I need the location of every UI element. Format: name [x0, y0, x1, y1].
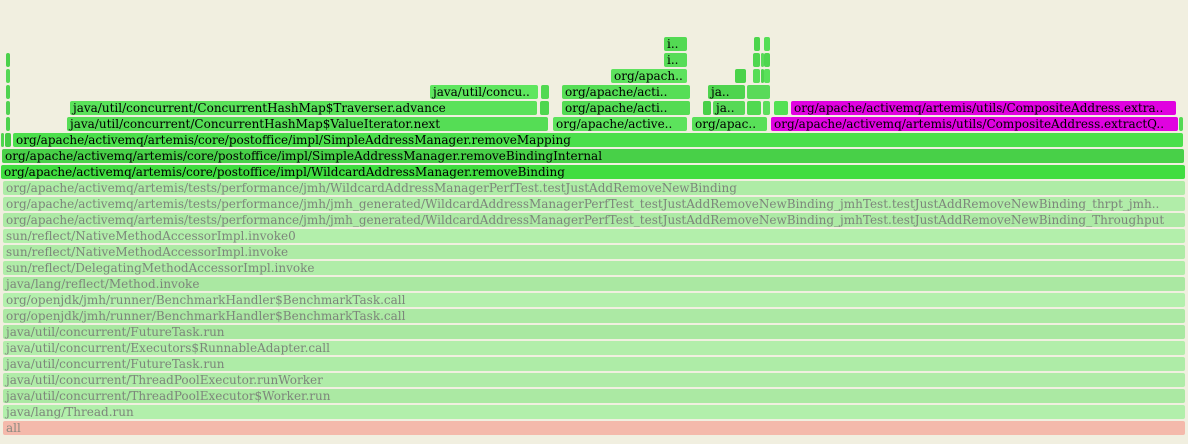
- flame-frame[interactable]: ja..: [708, 85, 745, 99]
- flame-frame[interactable]: [541, 85, 549, 99]
- flame-frame[interactable]: org/apac..: [692, 117, 767, 131]
- flame-frame[interactable]: org/openjdk/jmh/runner/BenchmarkHandler$…: [3, 293, 1185, 307]
- flame-frame[interactable]: [764, 69, 770, 83]
- flame-frame[interactable]: org/apache/activemq/artemis/core/postoff…: [2, 149, 1184, 163]
- flame-frame[interactable]: sun/reflect/DelegatingMethodAccessorImpl…: [3, 261, 1185, 275]
- flame-frame[interactable]: org/apache/active..: [553, 117, 687, 131]
- flame-frame[interactable]: i..: [664, 37, 687, 51]
- flame-frame[interactable]: [5, 133, 11, 147]
- flame-frame[interactable]: org/apache/activemq/artemis/utils/Compos…: [791, 101, 1176, 115]
- flame-frame[interactable]: [763, 101, 770, 115]
- flame-frame[interactable]: ja..: [713, 101, 745, 115]
- flame-frame[interactable]: [735, 69, 746, 83]
- flame-frame[interactable]: [6, 69, 10, 83]
- flame-frame[interactable]: java/lang/Thread.run: [3, 405, 1185, 419]
- flame-frame[interactable]: [703, 101, 711, 115]
- flame-frame[interactable]: java/util/concurrent/ThreadPoolExecutor.…: [3, 373, 1185, 387]
- flame-frame[interactable]: [754, 37, 760, 51]
- flame-frame[interactable]: org/apach..: [611, 69, 687, 83]
- flame-frame[interactable]: [753, 69, 760, 83]
- flame-frame[interactable]: java/util/concurrent/ConcurrentHashMap$V…: [67, 117, 548, 131]
- flame-frame[interactable]: org/openjdk/jmh/runner/BenchmarkHandler$…: [3, 309, 1185, 323]
- flame-frame[interactable]: org/apache/activemq/artemis/tests/perfor…: [3, 181, 1185, 195]
- flame-frame[interactable]: [1, 133, 4, 147]
- flame-frame[interactable]: org/apache/acti..: [562, 85, 690, 99]
- flame-frame[interactable]: [761, 53, 764, 67]
- flame-frame[interactable]: [761, 69, 764, 83]
- flame-frame[interactable]: [764, 37, 770, 51]
- flame-frame[interactable]: [1179, 117, 1183, 131]
- flame-frame[interactable]: [540, 101, 549, 115]
- flame-frame[interactable]: sun/reflect/NativeMethodAccessorImpl.inv…: [3, 245, 1185, 259]
- flame-frame[interactable]: [6, 117, 10, 131]
- flame-frame[interactable]: [6, 53, 10, 67]
- flame-frame[interactable]: org/apache/activemq/artemis/tests/perfor…: [3, 197, 1185, 211]
- flame-frame[interactable]: java/util/concurrent/FutureTask.run: [3, 325, 1185, 339]
- flame-frame[interactable]: all: [3, 421, 1185, 435]
- flame-frame[interactable]: [753, 53, 760, 67]
- flame-frame[interactable]: java/util/concu..: [430, 85, 538, 99]
- flame-frame[interactable]: i..: [664, 53, 687, 67]
- flame-frame[interactable]: [774, 101, 788, 115]
- flame-frame[interactable]: org/apache/activemq/artemis/core/postoff…: [1, 165, 1185, 179]
- flame-frame[interactable]: org/apache/activemq/artemis/utils/Compos…: [771, 117, 1178, 131]
- flame-frame[interactable]: java/util/concurrent/FutureTask.run: [3, 357, 1185, 371]
- flame-frame[interactable]: java/util/concurrent/ThreadPoolExecutor$…: [3, 389, 1185, 403]
- flame-frame[interactable]: org/apache/acti..: [562, 101, 690, 115]
- flame-frame[interactable]: [747, 85, 770, 99]
- flame-frame[interactable]: java/lang/reflect/Method.invoke: [3, 277, 1185, 291]
- flame-frame[interactable]: sun/reflect/NativeMethodAccessorImpl.inv…: [3, 229, 1185, 243]
- flame-frame[interactable]: [6, 85, 10, 99]
- flame-frame[interactable]: org/apache/activemq/artemis/tests/perfor…: [3, 213, 1185, 227]
- flame-frame[interactable]: java/util/concurrent/Executors$RunnableA…: [3, 341, 1185, 355]
- flame-frame[interactable]: java/util/concurrent/ConcurrentHashMap$T…: [70, 101, 537, 115]
- flame-frame[interactable]: org/apache/activemq/artemis/core/postoff…: [13, 133, 1183, 147]
- flame-frame[interactable]: [6, 101, 10, 115]
- flame-frame[interactable]: [747, 101, 761, 115]
- flame-frame[interactable]: [764, 53, 770, 67]
